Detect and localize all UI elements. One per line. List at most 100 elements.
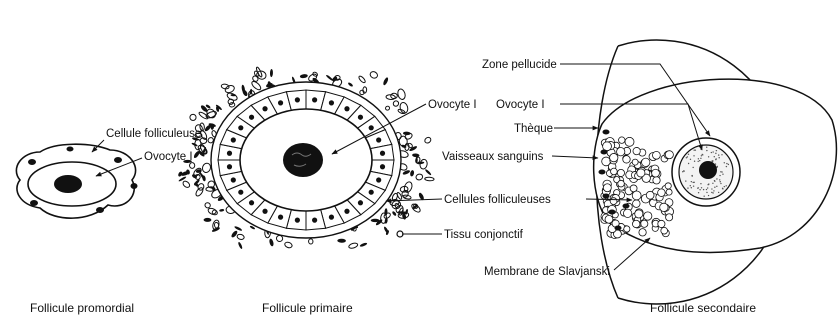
granulosa-cell [617,169,624,176]
primordial-nucleus [54,175,82,193]
ooplasm-granule [722,188,723,189]
blood-vessel [623,204,630,209]
ooplasm-granule [726,166,727,167]
granulosa-cell [625,137,634,146]
granulosa-cell [603,184,611,192]
granulosa-cell [658,220,665,227]
ooplasm-granule [706,192,707,193]
granulosa-cell [641,220,648,227]
secondary-follicle: Zone pellucide Ovocyte I Thèque Vaisseau… [442,40,836,315]
follicular-cell-nucleus [238,190,243,195]
ooplasm-granule [700,183,701,184]
connective-fiber [300,74,308,79]
follicular-cell-nucleus [227,164,232,169]
follicular-cell-nucleus [227,151,232,156]
connective-cell [348,242,358,249]
ooplasm-granule [712,183,713,184]
ooplasm-granule [701,187,702,188]
label-zone-pellucide: Zone pellucide [482,59,557,71]
ooplasm-granule [687,187,688,188]
ooplasm-granule [694,161,695,162]
secondary-nucleus [699,161,717,179]
connective-cell [237,234,245,241]
follicular-cell-nucleus [312,97,317,102]
connective-cell [198,111,209,120]
ooplasm-granule [685,180,686,181]
ooplasm-granule [687,156,688,157]
follicular-cell-nucleus [238,125,243,130]
ooplasm-granule [697,161,698,162]
follicular-cell-nucleus [249,200,254,205]
ooplasm-granule [693,149,694,150]
granulosa-cell [653,177,660,184]
follicular-cell-nucleus [344,209,349,214]
label-primary-ovocyte: Ovocyte I [428,99,477,111]
ooplasm-granule [714,187,715,188]
granulosa-cell [644,212,652,220]
connective-cell [201,162,212,174]
follicular-cell-nucleus [262,209,267,214]
blood-vessel [603,194,610,199]
ooplasm-granule [724,162,725,163]
follicular-cell-nucleus [344,106,349,111]
ooplasm-granule [701,155,702,156]
granulosa-cell [605,215,613,223]
granulosa-cell [642,158,650,166]
follicular-cell-nucleus [295,97,300,102]
ooplasm-granule [711,152,712,153]
label-tissu-conjonctif: Tissu conjonctif [444,229,524,241]
ooplasm-granule [711,160,712,161]
follicular-cell-nucleus [278,215,283,220]
connective-fiber [237,242,243,250]
ooplasm-granule [728,164,729,165]
follicular-cell-nucleus [380,151,385,156]
ooplasm-granule [715,153,716,154]
granulosa-cell [660,203,668,211]
connective-cell [358,75,366,84]
ooplasm-granule [708,156,709,157]
ooplasm-granule [690,159,691,160]
connective-fiber [382,77,389,86]
connective-fiber [347,82,353,87]
caption-follicule-promordial: Follicule promordial [30,301,134,315]
ooplasm-granule [716,186,717,187]
connective-cell [189,114,196,121]
blood-vessel [615,226,622,231]
label-vaisseaux-sanguins: Vaisseaux sanguins [442,151,544,163]
ooplasm-granule [716,178,717,179]
label-membrane-slavjanski: Membrane de Slavjanski [484,266,610,278]
ooplasm-granule [715,158,716,159]
ooplasm-granule [714,181,715,182]
follicular-cell-nucleus [312,218,317,223]
ooplasm-granule [713,190,714,191]
granulosa-cell [658,189,666,197]
granulosa-cell [603,142,612,151]
connective-fiber [425,169,432,176]
connective-cell [424,136,432,144]
ooplasm-granule [708,195,709,196]
follicular-cell-nucleus [358,200,363,205]
ooplasm-granule [722,173,723,174]
ooplasm-granule [720,181,721,182]
ooplasm-granule [698,187,699,188]
follicular-cell-nucleus [295,218,300,223]
caption-follicule-secondaire: Follicule secondaire [650,301,756,315]
ooplasm-granule [711,192,712,193]
ooplasm-granule [721,171,722,172]
ooplasm-granule [690,185,691,186]
ooplasm-granule [712,192,713,193]
ooplasm-granule [724,186,725,187]
ooplasm-granule [718,154,719,155]
connective-cell [227,99,234,106]
ooplasm-granule [693,182,694,183]
ooplasm-granule [692,175,693,176]
connective-fiber [204,218,212,222]
ooplasm-granule [720,183,721,184]
blood-vessel [609,210,616,215]
granulosa-cell [635,210,643,218]
connective-cell [407,142,413,148]
ooplasm-granule [698,192,699,193]
connective-cell [214,222,219,228]
label-cellule-folliculeuse: Cellule folliculeuse [106,128,201,140]
ooplasm-granule [688,163,689,164]
